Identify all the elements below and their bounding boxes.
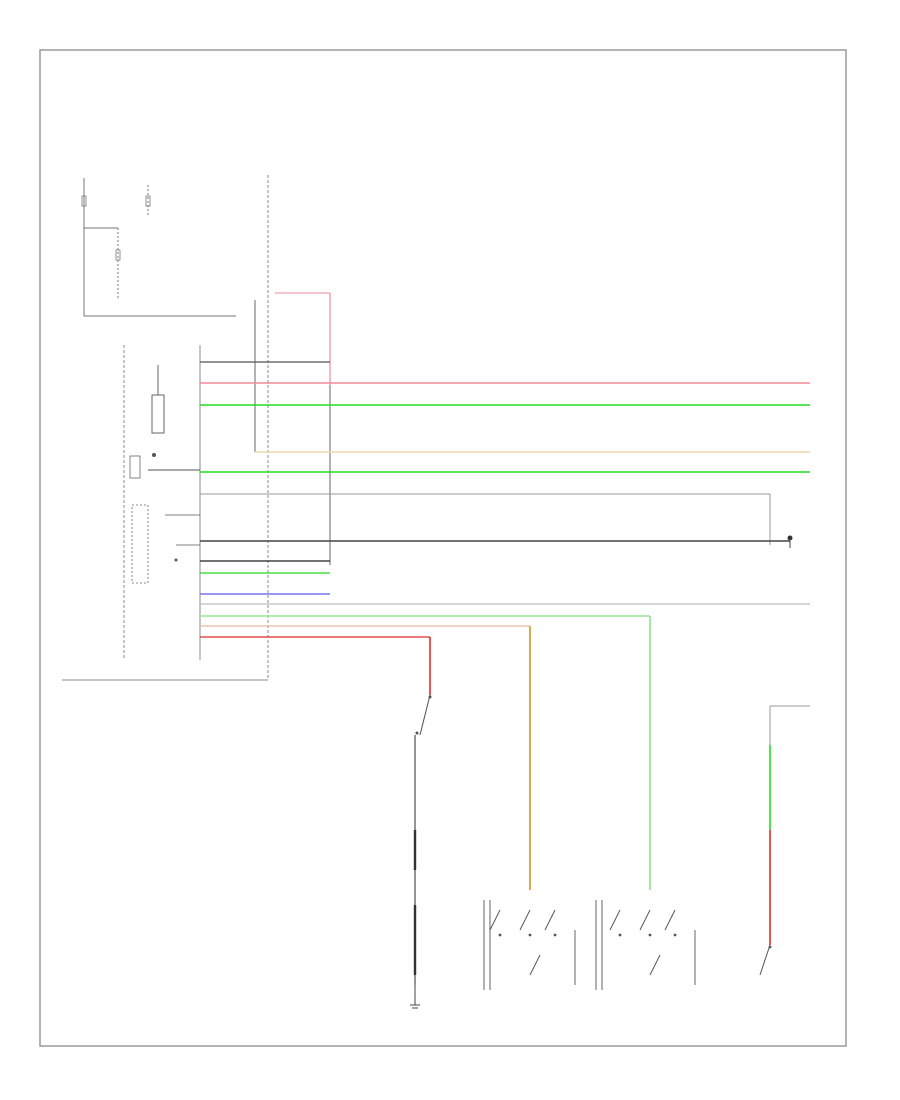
door-switch bbox=[413, 694, 432, 985]
relay-icon bbox=[131, 504, 149, 584]
left-switch-group bbox=[595, 900, 696, 990]
right-switch-group bbox=[483, 900, 576, 990]
ground-icon bbox=[787, 535, 793, 548]
passenger-switch bbox=[759, 705, 810, 976]
wire-set bbox=[200, 361, 810, 890]
fuse-block bbox=[81, 175, 269, 680]
ground-icon bbox=[410, 985, 420, 1009]
fuse-icon bbox=[81, 195, 151, 261]
harness-bus bbox=[254, 292, 331, 565]
control-module bbox=[62, 345, 268, 681]
diagram-frame bbox=[39, 49, 847, 1047]
resistor-icon bbox=[151, 394, 165, 434]
